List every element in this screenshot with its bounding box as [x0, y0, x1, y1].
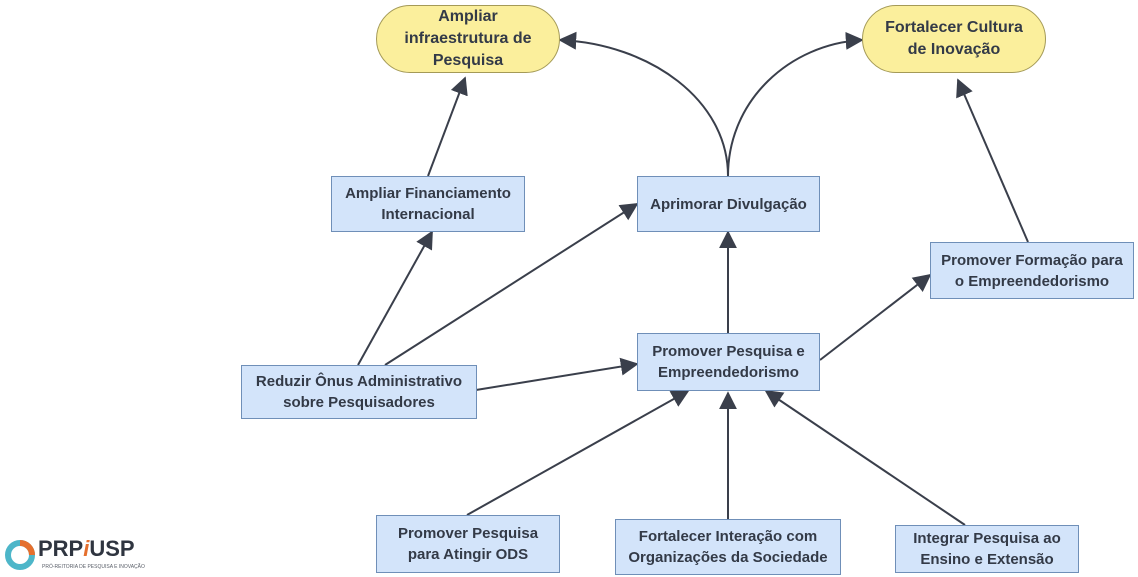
arrow-divulgacao-to-cultura: [727, 31, 864, 177]
arrow-onus-to-divulgacao: [384, 203, 639, 366]
logo-wordmark: PRPiUSP: [38, 536, 135, 562]
goal-ampliar-infraestrutura-label: Ampliar infraestrutura de Pesquisa: [404, 8, 532, 69]
node-ampliar-financiamento: Ampliar Financiamento Internacional: [331, 176, 525, 232]
node-integrar-pesquisa-label: Integrar Pesquisa ao Ensino e Extensão: [913, 530, 1061, 568]
goal-ampliar-infraestrutura: Ampliar infraestrutura de Pesquisa: [376, 5, 560, 73]
node-promover-formacao-label: Promover Formação para o Empreendedorism…: [941, 251, 1123, 290]
arrow-financiamento-to-infra: [427, 76, 468, 177]
logo-subtitle: PRÓ-REITORIA DE PESQUISA E INOVAÇÃO: [42, 564, 145, 570]
node-promover-pesquisa: Promover Pesquisa e Empreendedorismo: [637, 333, 820, 391]
prpi-usp-logo: PRPiUSP PRÓ-REITORIA DE PESQUISA E INOVA…: [4, 536, 174, 574]
logo-suffix: USP: [89, 536, 135, 561]
logo-prefix: PRP: [38, 536, 84, 561]
arrow-formacao-to-cultura: [956, 78, 1029, 243]
arrow-ods-to-pesquisa: [466, 390, 690, 516]
node-promover-pesquisa-ods: Promover Pesquisa para Atingir ODS: [376, 515, 560, 573]
node-ampliar-financiamento-label: Ampliar Financiamento Internacional: [345, 185, 511, 223]
node-aprimorar-divulgacao: Aprimorar Divulgação: [637, 176, 820, 232]
logo-i: i: [83, 536, 90, 561]
node-integrar-pesquisa: Integrar Pesquisa ao Ensino e Extensão: [895, 525, 1079, 573]
node-promover-pesquisa-ods-label: Promover Pesquisa para Atingir ODS: [397, 525, 539, 563]
arrow-ensino-to-pesquisa: [764, 389, 966, 526]
arrow-pesquisa-to-formacao: [819, 273, 932, 361]
node-promover-pesquisa-label: Promover Pesquisa e Empreendedorismo: [652, 343, 805, 381]
arrow-onus-to-pesquisa: [475, 357, 639, 391]
arrow-onus-to-financiamento: [357, 230, 433, 366]
logo-mark-icon: [5, 540, 35, 570]
goal-fortalecer-cultura-label: Fortalecer Cultura de Inovação: [885, 19, 1023, 58]
node-reduzir-onus: Reduzir Ônus Administrativo sobre Pesqui…: [241, 365, 477, 419]
node-promover-formacao: Promover Formação para o Empreendedorism…: [930, 242, 1134, 299]
node-reduzir-onus-label: Reduzir Ônus Administrativo sobre Pesqui…: [255, 373, 463, 411]
node-fortalecer-interacao-label: Fortalecer Interação com Organizações da…: [628, 528, 828, 566]
node-fortalecer-interacao: Fortalecer Interação com Organizações da…: [615, 519, 841, 575]
arrow-divulgacao-to-infra: [558, 31, 729, 177]
node-aprimorar-divulgacao-label: Aprimorar Divulgação: [650, 195, 807, 213]
goal-fortalecer-cultura: Fortalecer Cultura de Inovação: [862, 5, 1046, 73]
